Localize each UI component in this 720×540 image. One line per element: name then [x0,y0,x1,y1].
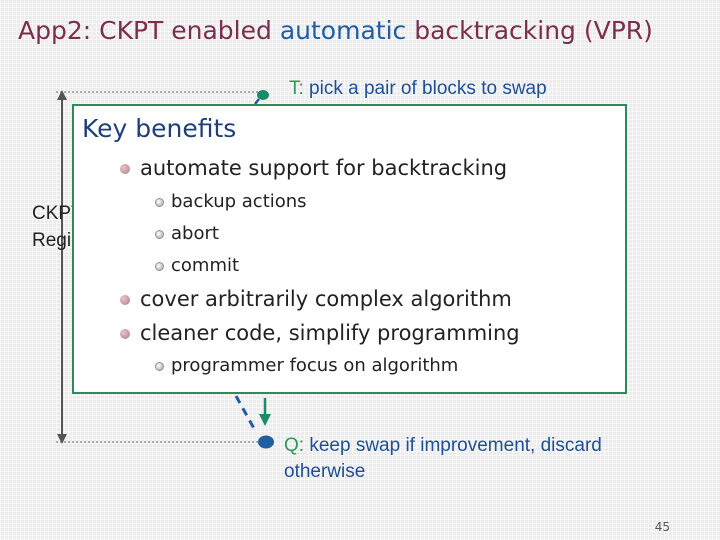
t-text: pick a pair of blocks to swap [303,78,547,99]
flow-dashed-connector [234,395,258,433]
benefit-subitem: abort [155,223,219,244]
q-annotation: Q: keep swap if improvement, discard oth… [284,433,684,485]
page-number: 45 [654,520,670,534]
sub-bullet-dot-icon [155,198,164,207]
q-text: keep swap if improvement, discard otherw… [284,435,602,482]
t-node-stem [254,98,260,105]
benefit-item: automate support for backtracking [120,156,508,180]
benefit-item: cover arbitrarily complex algorithm [120,287,512,311]
t-node-dot [257,90,269,100]
benefit-subitem: commit [155,255,240,276]
q-prefix: Q: [284,435,305,456]
title-part-2: backtracking (VPR) [406,16,653,45]
benefit-subtext: abort [171,223,219,244]
benefit-text: cover arbitrarily complex algorithm [140,287,512,311]
region-span-arrowhead-bottom [57,434,67,444]
title-accent: automatic [279,16,407,45]
sub-bullet-dot-icon [155,230,164,239]
sub-bullet-dot-icon [155,362,164,371]
benefit-subitem: programmer focus on algorithm [155,355,459,376]
benefit-item: cleaner code, simplify programming [120,321,520,345]
benefit-text: automate support for backtracking [140,156,508,180]
t-annotation: T: pick a pair of blocks to swap [289,78,547,100]
bullet-dot-icon [120,329,130,339]
sub-bullet-dot-icon [155,262,164,271]
bullet-dot-icon [120,164,130,174]
title-part-1: App2: CKPT enabled [18,16,280,45]
bullet-dot-icon [120,295,130,305]
slide-title: App2: CKPT enabled automatic backtrackin… [18,16,653,45]
benefit-subitem: backup actions [155,191,307,212]
benefit-text: cleaner code, simplify programming [140,321,520,345]
benefit-subtext: commit [171,255,240,276]
flow-arrowhead-down [259,414,271,426]
region-span-arrowhead-top [57,90,67,100]
key-benefits-heading: Key benefits [82,114,237,143]
q-node-dot [258,435,274,449]
t-prefix: T: [289,78,304,99]
benefit-subtext: backup actions [171,191,307,212]
benefit-subtext: programmer focus on algorithm [171,355,459,376]
ckpt-label: CKPT [32,203,83,224]
key-benefits-box: Key benefits automate support for backtr… [72,104,627,394]
